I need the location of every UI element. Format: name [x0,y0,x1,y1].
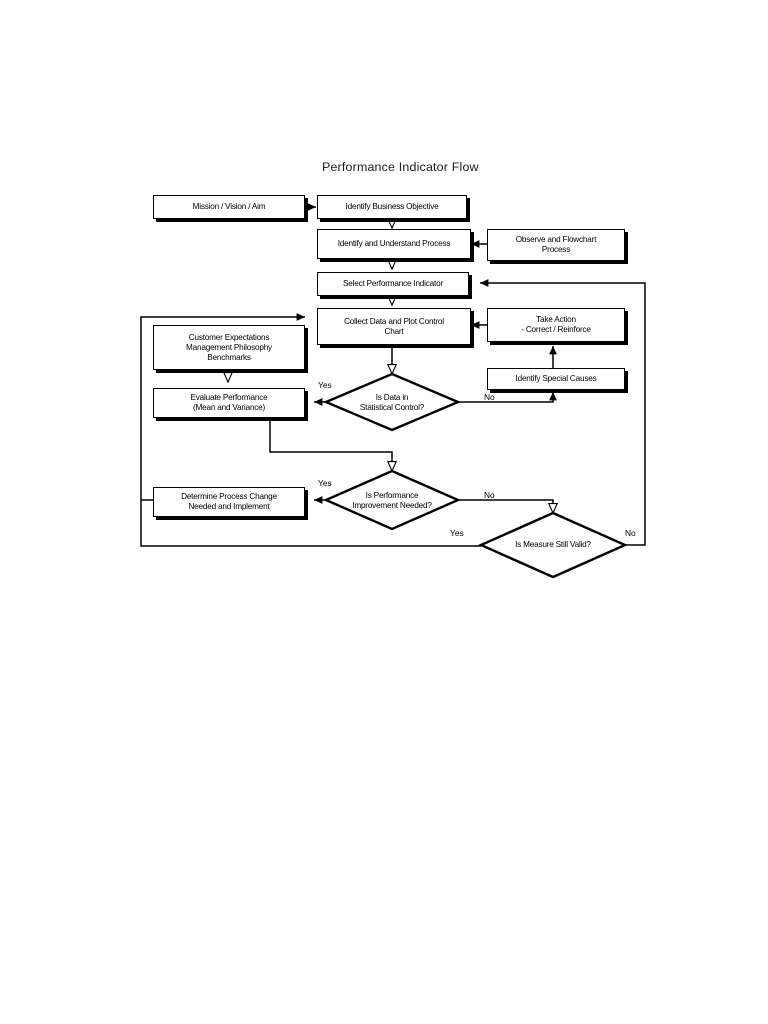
edge-dvalid-yes-to-collect [140,313,481,547]
node-mission-vision-aim[interactable]: Mission / Vision / Aim [153,195,305,219]
node-label-line-1: Take Action [536,315,576,324]
node-label-line-1: Determine Process Change [181,492,277,501]
edge-label-valid-no: No [625,528,636,538]
decision-shape-measure-valid [478,511,628,579]
decision-shape-performance-improvement [323,469,461,531]
node-label-line-2: (Mean and Variance) [192,403,266,412]
node-identify-special-causes[interactable]: Identify Special Causes [487,368,625,390]
page-title: Performance Indicator Flow [322,160,479,174]
node-label-line-2: - Correct / Reinforce [521,325,591,334]
edge-label-improve-no: No [484,490,495,500]
node-label-line-2: Chart [384,326,404,336]
node-select-performance-indicator[interactable]: Select Performance Indicator [317,272,469,296]
node-label-line-1: Observe and Flowchart [515,235,597,244]
decision-shape-data-in-control [322,372,462,432]
node-determine-process-change[interactable]: Determine Process Change Needed and Impl… [153,487,305,517]
node-label-line-1: Collect Data and Plot Control [344,316,444,326]
node-evaluate-performance[interactable]: Evaluate Performance (Mean and Variance) [153,388,305,418]
node-identify-business-objective[interactable]: Identify Business Objective [317,195,467,219]
node-label: Select Performance Indicator [343,279,443,288]
edge-label-control-yes: Yes [318,380,332,390]
node-identify-and-understand-process[interactable]: Identify and Understand Process [317,229,471,259]
edge-label-valid-yes: Yes [450,528,464,538]
node-label-line-1: Customer Expectations [188,332,270,342]
node-label: Identify and Understand Process [337,239,451,248]
node-observe-and-flowchart-process[interactable]: Observe and Flowchart Process [487,229,625,261]
node-label: Identify Special Causes [515,374,597,383]
node-collect-data-and-plot-control-chart[interactable]: Collect Data and Plot Control Chart [317,308,471,345]
node-customer-expectations[interactable]: Customer Expectations Management Philoso… [153,325,305,370]
edge-label-improve-yes: Yes [318,478,332,488]
node-label: Mission / Vision / Aim [192,202,266,211]
node-label-line-2: Management Philosophy [186,342,272,352]
node-take-action[interactable]: Take Action - Correct / Reinforce [487,308,625,342]
edge-label-control-no: No [484,392,495,402]
edge-evaluate-to-dimprove [269,418,392,471]
edge-dvalid-no-to-selectpi [479,279,646,546]
node-label-line-2: Needed and Implement [188,502,270,511]
edge-dcontrol-no-to-special [458,391,557,403]
node-label: Identify Business Objective [345,202,439,211]
node-label-line-1: Evaluate Performance [190,393,268,402]
edge-dimprove-no-to-dvalid [458,499,553,513]
node-label-line-3: Benchmarks [207,352,251,362]
node-label-line-2: Process [541,245,571,254]
